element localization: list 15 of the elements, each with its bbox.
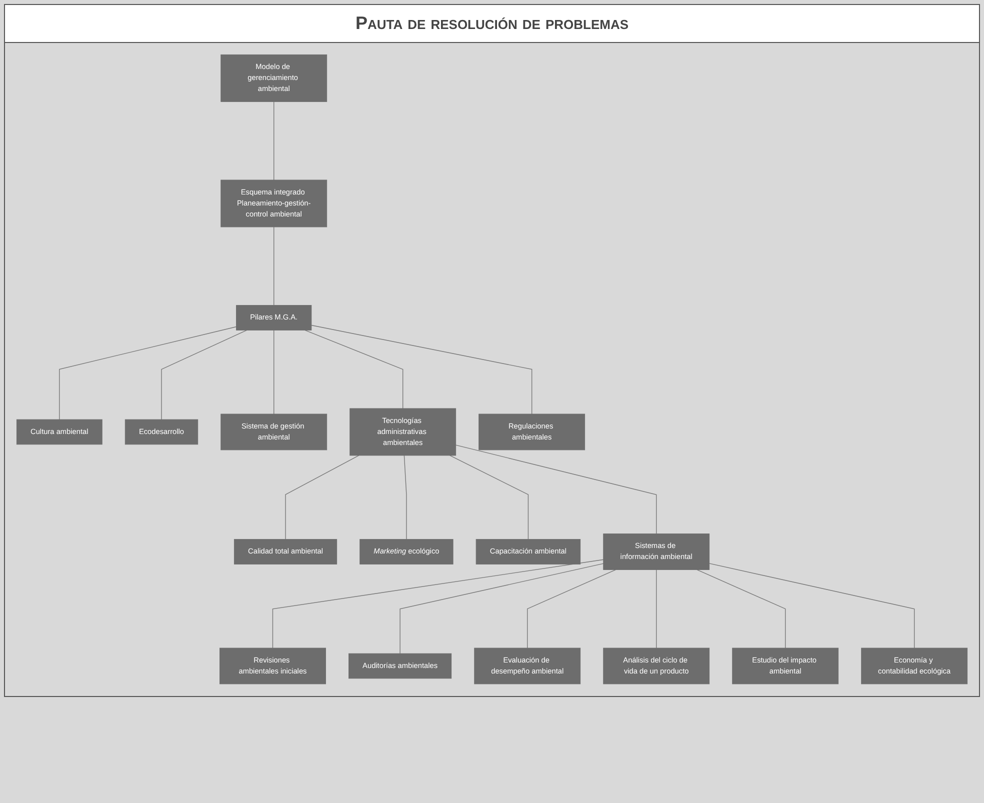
connector	[455, 444, 657, 534]
connector	[656, 569, 657, 648]
connector	[285, 455, 360, 540]
connector	[400, 563, 604, 654]
connector	[161, 330, 248, 420]
connector	[272, 559, 604, 648]
connector	[708, 563, 915, 648]
connector	[527, 569, 616, 648]
diagram-title: Pauta de resolución de problemas	[5, 5, 979, 43]
connector	[404, 455, 407, 540]
connector	[450, 455, 529, 540]
connector	[311, 324, 532, 414]
connector	[59, 326, 237, 420]
connector	[304, 330, 404, 409]
connector	[696, 569, 786, 648]
